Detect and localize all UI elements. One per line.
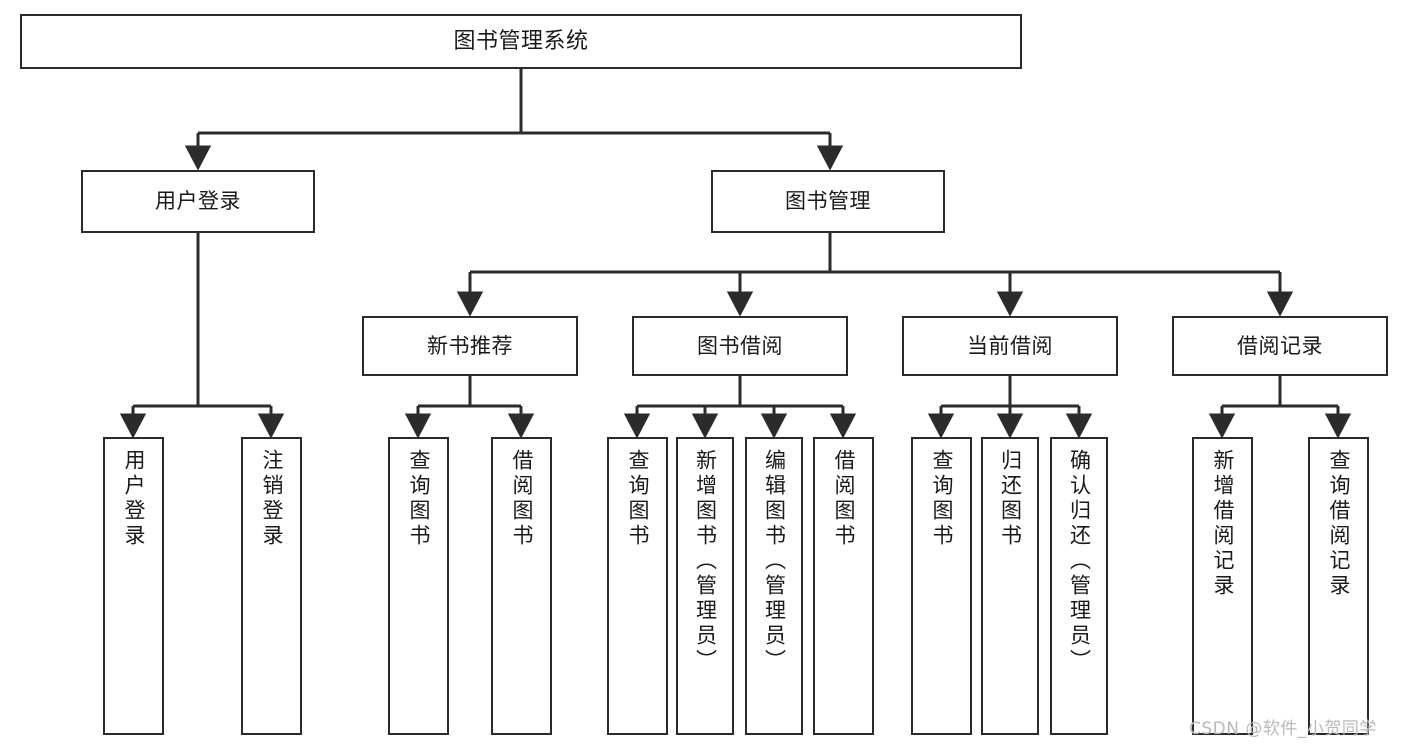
- node-user-login[interactable]: 用户登录: [81, 170, 315, 233]
- leaf-book-borrow-borrow[interactable]: 借阅图书: [813, 437, 874, 735]
- node-label: 查询图书: [407, 449, 431, 549]
- node-label: 新增借阅记录: [1211, 449, 1235, 599]
- leaf-new-book-query[interactable]: 查询图书: [388, 437, 449, 735]
- node-label: 归还图书: [998, 449, 1023, 549]
- node-label: 确认归还（管理员）: [1067, 449, 1092, 674]
- node-book-borrow[interactable]: 图书借阅: [632, 316, 848, 376]
- leaf-book-borrow-edit[interactable]: 编辑图书（管理员）: [745, 437, 803, 735]
- leaf-book-borrow-add[interactable]: 新增图书（管理员）: [676, 437, 734, 735]
- node-label: 图书管理: [785, 189, 871, 214]
- node-root-system[interactable]: 图书管理系统: [20, 14, 1022, 69]
- node-new-book-recommend[interactable]: 新书推荐: [362, 316, 578, 376]
- leaf-borrow-record-query[interactable]: 查询借阅记录: [1308, 437, 1369, 735]
- leaf-current-borrow-confirm-return[interactable]: 确认归还（管理员）: [1050, 437, 1108, 735]
- node-label: 当前借阅: [967, 333, 1053, 358]
- leaf-user-login-login[interactable]: 用户登录: [103, 437, 164, 735]
- node-label: 新增图书（管理员）: [693, 449, 718, 674]
- leaf-current-borrow-return[interactable]: 归还图书: [981, 437, 1039, 735]
- node-label: 借阅图书: [832, 449, 856, 549]
- node-label: 查询借阅记录: [1327, 449, 1351, 599]
- leaf-new-book-borrow[interactable]: 借阅图书: [491, 437, 552, 735]
- node-label: 借阅记录: [1237, 333, 1323, 358]
- node-book-management[interactable]: 图书管理: [711, 170, 945, 233]
- csdn-watermark: CSDN @软件_小贺同学: [1189, 719, 1377, 739]
- node-borrow-record[interactable]: 借阅记录: [1172, 316, 1388, 376]
- node-label: 图书借阅: [697, 333, 783, 358]
- node-label: 图书管理系统: [453, 28, 589, 54]
- leaf-user-login-logout[interactable]: 注销登录: [241, 437, 302, 735]
- node-current-borrow[interactable]: 当前借阅: [902, 316, 1118, 376]
- leaf-borrow-record-add[interactable]: 新增借阅记录: [1192, 437, 1253, 735]
- node-label: 注销登录: [260, 449, 284, 549]
- leaf-book-borrow-query[interactable]: 查询图书: [607, 437, 668, 735]
- leaf-current-borrow-query[interactable]: 查询图书: [911, 437, 972, 735]
- node-label: 编辑图书（管理员）: [762, 449, 787, 674]
- node-label: 用户登录: [122, 449, 146, 549]
- node-label: 查询图书: [930, 449, 954, 549]
- node-label: 查询图书: [626, 449, 650, 549]
- node-label: 用户登录: [155, 189, 241, 214]
- node-label: 借阅图书: [510, 449, 534, 549]
- node-label: 新书推荐: [427, 333, 513, 358]
